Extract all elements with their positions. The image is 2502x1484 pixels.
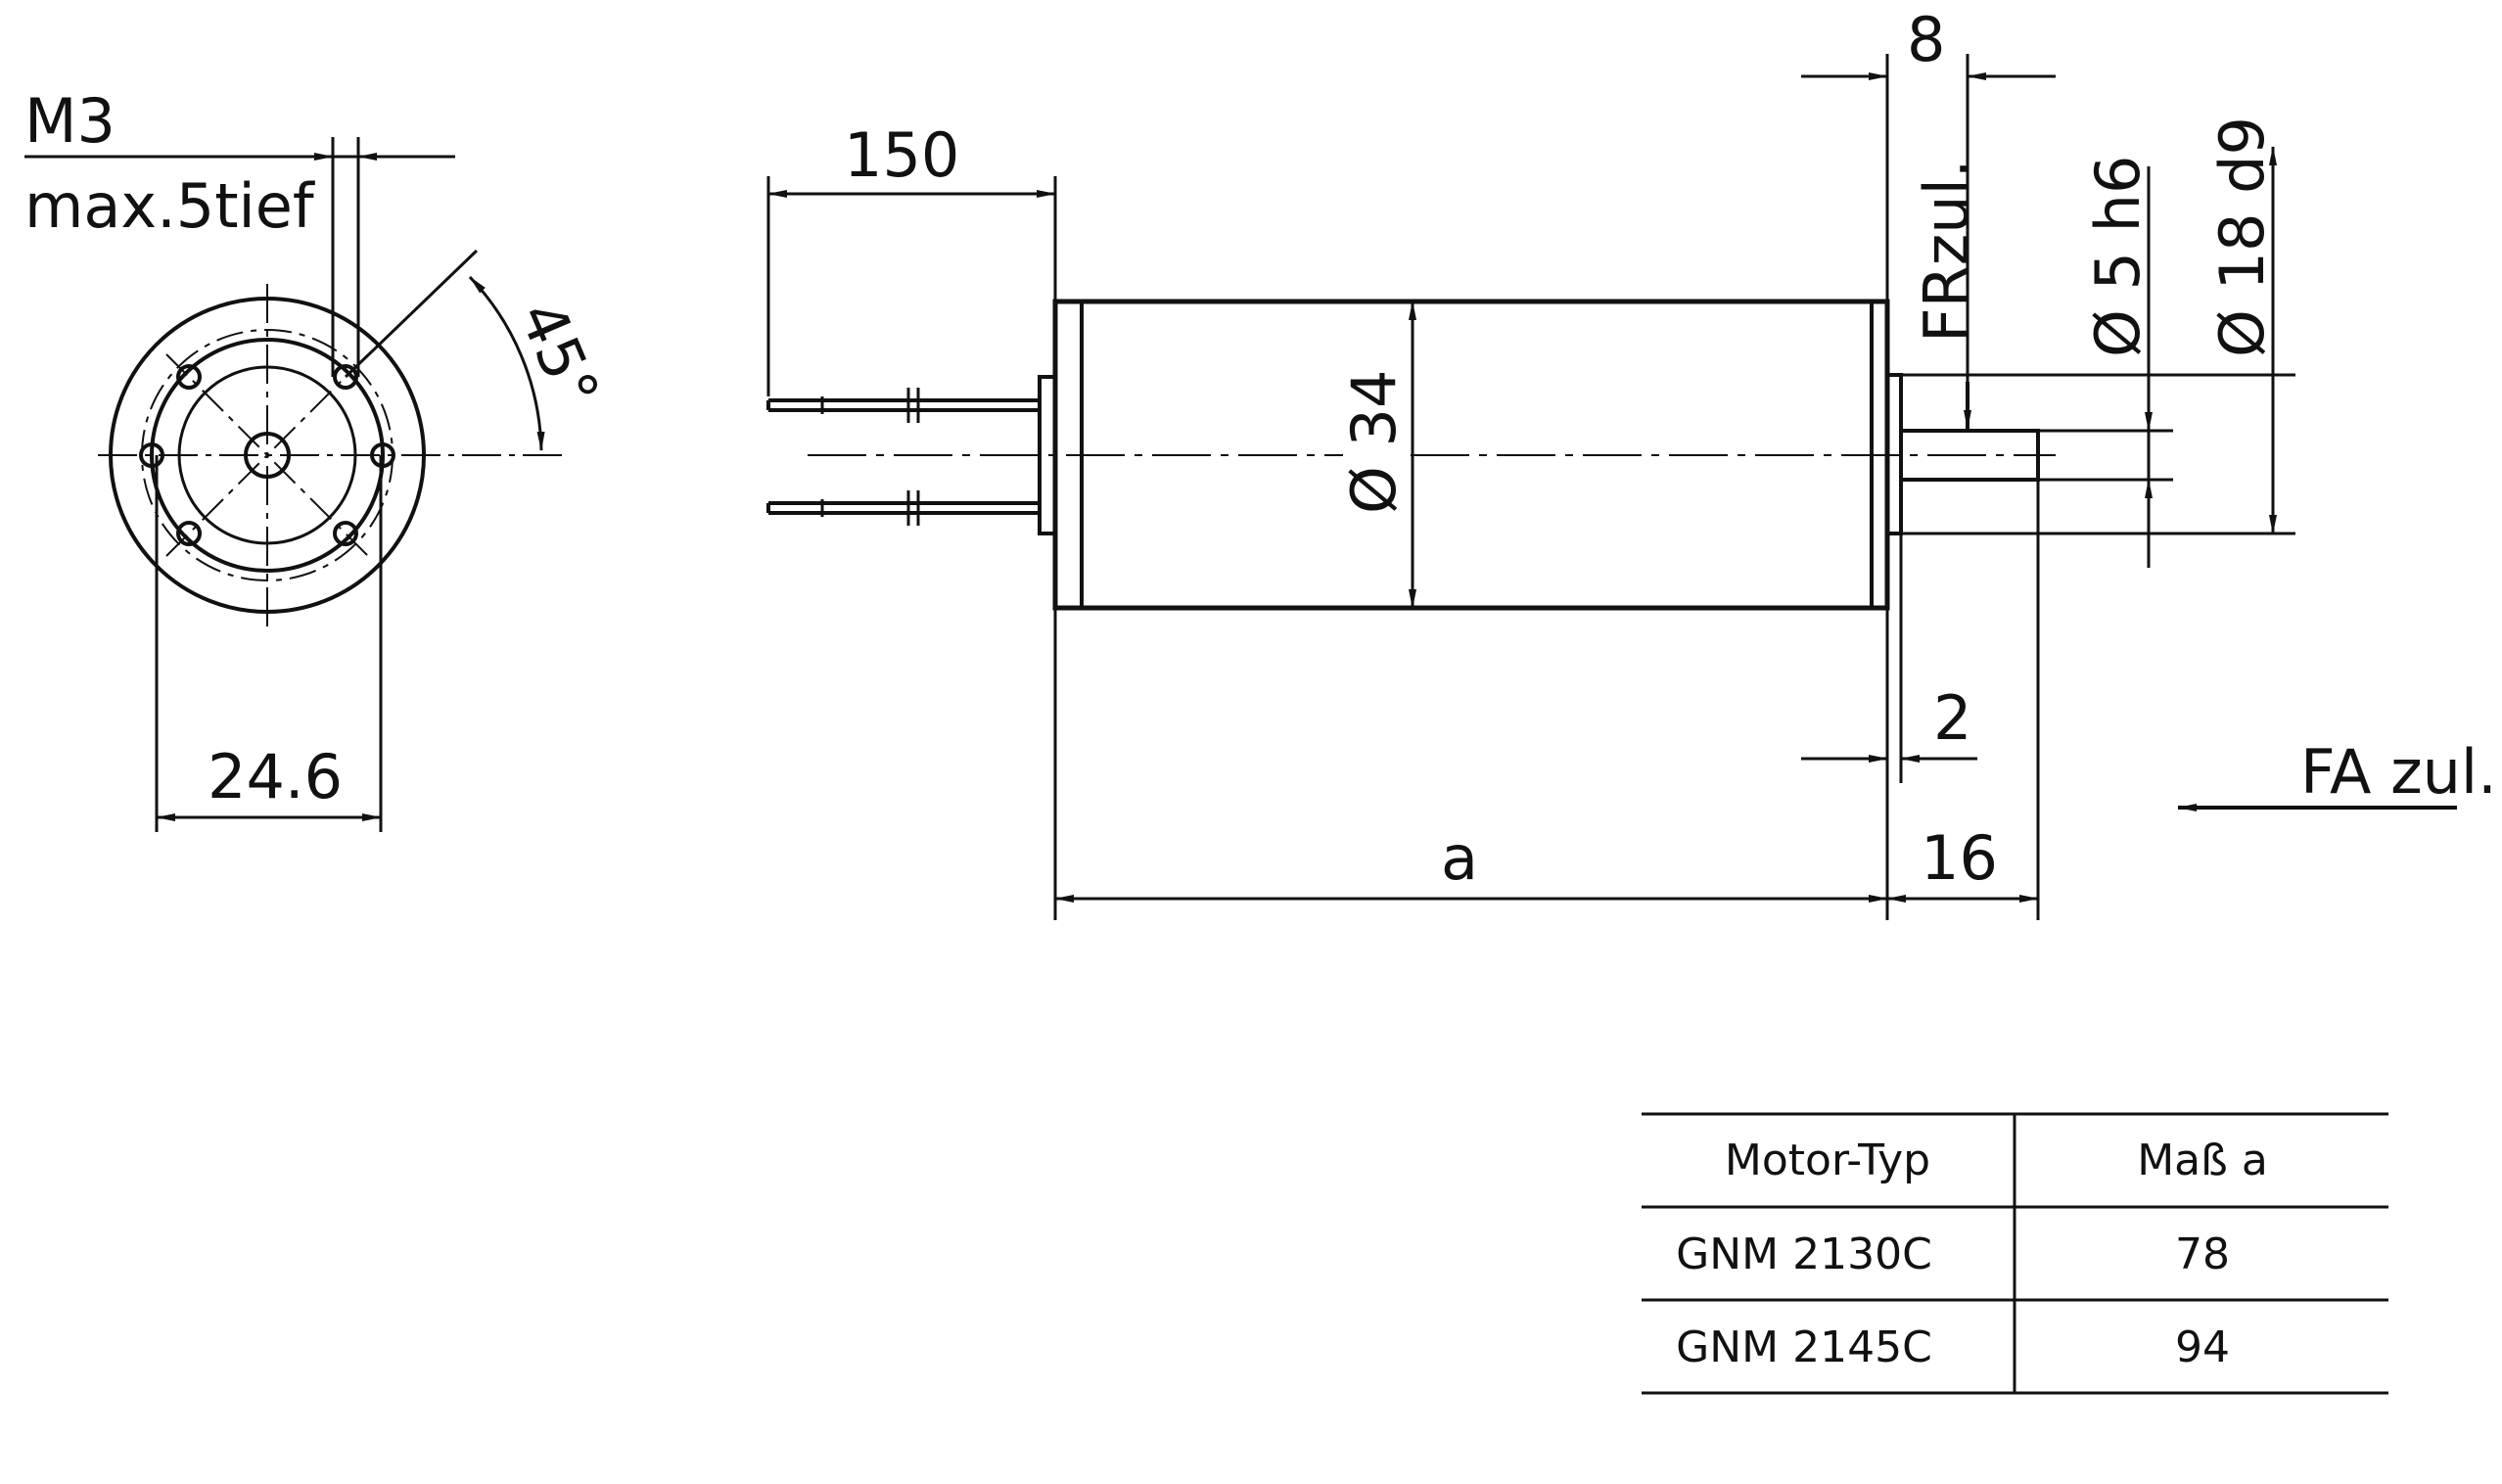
lead-wires	[766, 388, 1040, 526]
body-diameter-label-bg	[1343, 372, 1402, 529]
boss-diameter-label: Ø 18 d9	[2206, 116, 2278, 357]
mounting-hole	[176, 364, 202, 390]
front-centerline-diag-2	[165, 353, 369, 557]
front-mid-circle	[150, 338, 385, 573]
radial-force-label: FRzul.	[1911, 159, 1982, 343]
mounting-hole	[139, 442, 164, 468]
mounting-hole	[333, 521, 358, 546]
angle-label: 45°	[505, 291, 613, 418]
mounting-holes	[139, 364, 395, 546]
table-header-dimension-a: Maß a	[2137, 1136, 2268, 1185]
body-diameter-label: Ø 34	[1338, 370, 1410, 514]
table-cell-dimension-a: 94	[2175, 1322, 2230, 1372]
force-offset-label: 8	[1907, 4, 1945, 75]
boss-length-label: 2	[1933, 682, 1971, 754]
mounting-hole	[370, 442, 395, 468]
table-cell-motor-type: GNM 2130C	[1676, 1229, 1932, 1279]
shaft-length-label: 16	[1921, 822, 1998, 894]
thread-label: M3	[24, 85, 116, 157]
mounting-hole	[176, 521, 202, 546]
table-cell-dimension-a: 78	[2175, 1229, 2230, 1279]
body-length-label: a	[1441, 822, 1478, 894]
table-header-motor-type: Motor-Typ	[1725, 1136, 1930, 1185]
hole-circle-label: 24.6	[208, 741, 343, 812]
table-cell-motor-type: GNM 2145C	[1676, 1322, 1932, 1372]
output-shaft	[1899, 429, 2040, 482]
axial-force-label: FA zul.	[2300, 736, 2497, 808]
side-view: 150 Ø 34 Ø 5 h6 Ø 18 d9 8 FRzul. 2	[766, 4, 2497, 920]
depth-label: max.5tief	[24, 170, 316, 242]
motor-dimension-table: Motor-Typ Maß a GNM 2130C 78 GNM 2145C 9…	[1642, 1112, 2388, 1395]
angle-arc	[468, 275, 545, 451]
angle-ext-line	[344, 249, 479, 379]
shaft-diameter-label: Ø 5 h6	[2082, 156, 2154, 357]
front-view: M3 max.5tief 45° 24.6	[24, 85, 613, 832]
lead-length-label: 150	[844, 119, 959, 191]
mounting-hole	[333, 364, 358, 390]
